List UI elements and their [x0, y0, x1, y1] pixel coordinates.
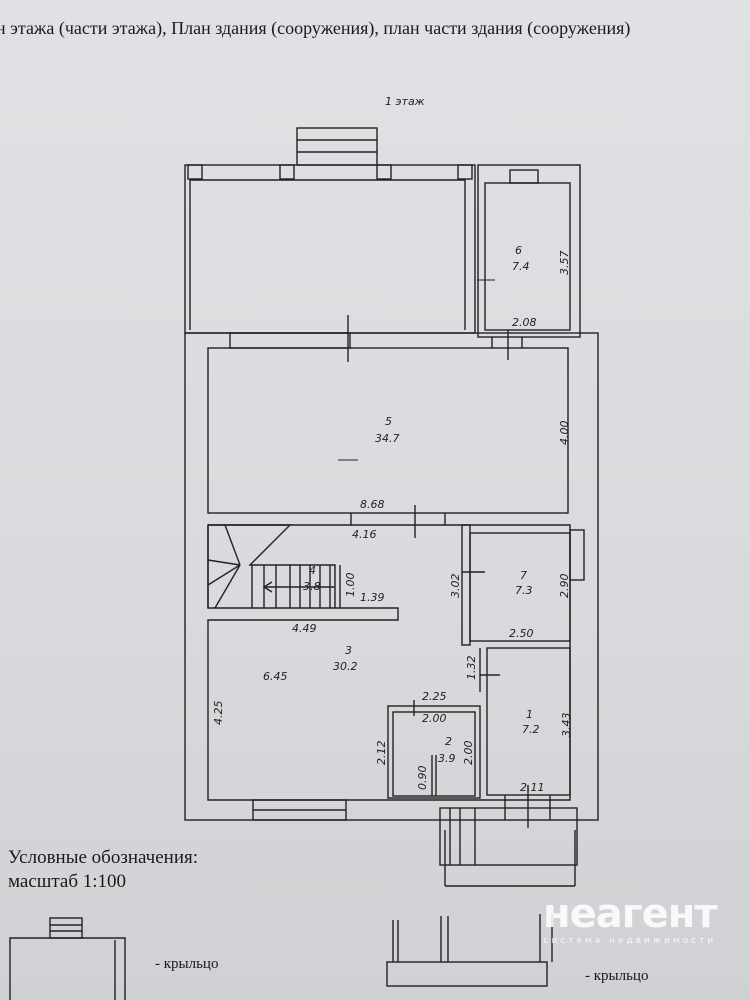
dim-label: 2.25 [422, 690, 447, 703]
room-1-number: 1 [526, 708, 533, 721]
room-1-area: 7.2 [522, 723, 540, 736]
room-6-number: 6 [515, 244, 522, 257]
building-outline [184, 332, 599, 821]
room-2-number: 2 [445, 735, 452, 748]
dim-label: 0.90 [416, 766, 429, 791]
dim-label: 2.11 [520, 781, 545, 794]
dim-label: 2.50 [509, 627, 534, 640]
dim-label: 3.57 [558, 251, 571, 276]
dim-label: 8.68 [360, 498, 385, 511]
document-header: н этажа (части этажа), План здания (соор… [0, 18, 631, 38]
dim-label: 1.32 [465, 656, 478, 681]
dim-label: 1.00 [344, 573, 357, 598]
room-5 [207, 347, 569, 514]
room-5-area: 34.7 [375, 432, 400, 445]
watermark-logo: неагент система недвижимости [543, 891, 718, 947]
scale-label: масштаб 1:100 [8, 871, 127, 892]
room-2-area: 3.9 [438, 752, 456, 765]
legend-item-porch: - крыльцо [155, 956, 219, 972]
room-7-number: 7 [520, 569, 527, 582]
dim-label: 4.00 [558, 421, 571, 446]
dim-label: 2.08 [512, 316, 537, 329]
terrace [184, 164, 476, 334]
bottom-porch [439, 807, 578, 866]
floor-title: 1 этаж [385, 95, 425, 108]
legend: Условные обозначения: масштаб 1:100 [8, 846, 198, 894]
dim-label: 3.02 [449, 574, 462, 599]
dim-label: 2.90 [558, 574, 571, 599]
room-3-area: 30.2 [333, 660, 358, 673]
dim-label: 3.43 [560, 713, 573, 738]
dim-label: 4.25 [212, 701, 225, 726]
room-5-number: 5 [385, 415, 392, 428]
watermark-brand: неагент [543, 891, 718, 937]
room-4-number: 4 [309, 564, 316, 577]
dim-label: 6.45 [263, 670, 288, 683]
room-7-area: 7.3 [515, 584, 533, 597]
room-7 [469, 532, 571, 642]
room-1 [486, 647, 571, 796]
dim-label: 1.39 [360, 591, 385, 604]
dim-label: 2.00 [462, 741, 475, 766]
porch-steps [296, 127, 378, 166]
legend-title: Условные обозначения: [8, 847, 199, 868]
room-3-number: 3 [345, 644, 352, 657]
dim-label: 4.16 [352, 528, 377, 541]
room-6 [477, 164, 581, 338]
dim-label: 2.12 [375, 741, 388, 766]
watermark-tagline: система недвижимости [543, 936, 717, 946]
dim-label: 2.00 [422, 712, 447, 725]
room-4-area: 3.8 [303, 580, 321, 593]
room-6-area: 7.4 [512, 260, 530, 273]
room-2 [387, 705, 481, 799]
dim-label: 4.49 [292, 622, 317, 635]
legend-item-porch-2: - крыльцо [585, 968, 649, 984]
